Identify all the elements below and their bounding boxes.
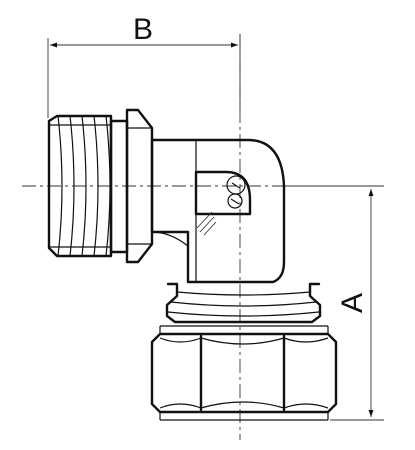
dimension-a-label: A — [336, 293, 369, 313]
thread-outline — [47, 114, 113, 258]
logo-mark — [226, 175, 246, 209]
compression-nut — [150, 325, 338, 421]
neck-threads — [167, 291, 320, 317]
elbow-fillet — [151, 231, 189, 247]
elbow-outline — [150, 138, 286, 284]
dimension-b: B — [47, 13, 241, 118]
hex-chamfer-bottom — [200, 401, 285, 409]
elbow-body — [150, 138, 286, 284]
lower-thread-neck — [165, 282, 322, 324]
section-hatching — [196, 211, 217, 236]
marking-plate — [194, 170, 252, 216]
collar-left — [109, 119, 129, 254]
dimension-b-label: B — [133, 13, 153, 46]
hex-chamfer-top — [200, 337, 285, 345]
flange-collar — [109, 108, 154, 264]
dimension-a: A — [285, 185, 384, 421]
neck-outline — [165, 282, 322, 324]
nut-outline — [150, 332, 338, 414]
